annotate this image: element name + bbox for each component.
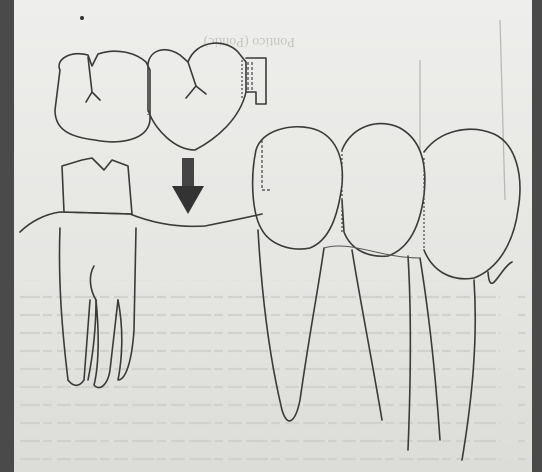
pontic — [148, 43, 246, 150]
preparation-outline — [262, 140, 272, 190]
tooth-3 — [424, 129, 520, 278]
crown-abutment — [55, 51, 150, 142]
ink-speck — [80, 16, 84, 20]
connector-attachment — [246, 58, 266, 104]
tooth-1 — [253, 127, 343, 249]
insertion-arrow-icon — [172, 158, 204, 214]
gingival-line — [20, 212, 262, 232]
tooth-2 — [342, 124, 425, 257]
bleed-label: Pontico (Pontic) — [203, 34, 295, 49]
bleed-through-text: Pontico (Pontic) — [20, 20, 525, 465]
fixed-bridge — [55, 43, 266, 150]
